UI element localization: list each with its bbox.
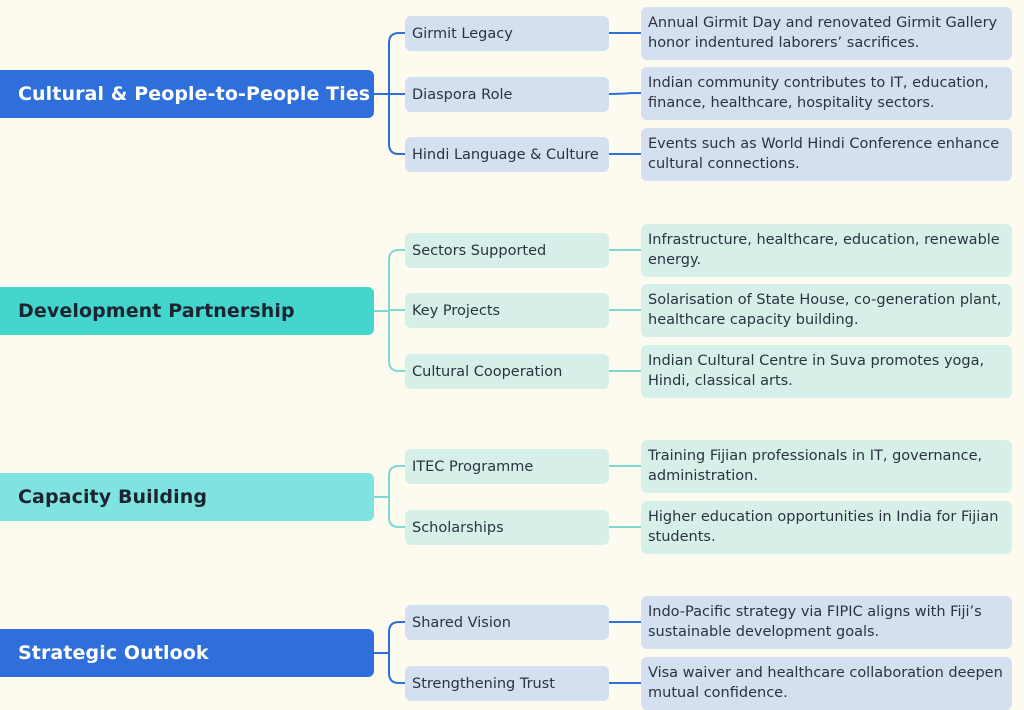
node-cultural-cooperation: Cultural Cooperation bbox=[405, 354, 609, 389]
connector-trunk-1 bbox=[388, 249, 406, 372]
node-scholarships: Scholarships bbox=[405, 510, 609, 545]
connector-trunk-2 bbox=[388, 465, 406, 528]
node-key-projects: Key Projects bbox=[405, 293, 609, 328]
connector-detail-0-1 bbox=[608, 92, 642, 95]
branch-capacity-building: Capacity Building bbox=[0, 473, 374, 521]
detail-scholarships: Higher education opportunities in India … bbox=[641, 501, 1012, 554]
node-hindi-language-culture: Hindi Language & Culture bbox=[405, 137, 609, 172]
branch-cultural-ties: Cultural & People-to-People Ties bbox=[0, 70, 374, 118]
node-girmit-legacy: Girmit Legacy bbox=[405, 16, 609, 51]
branch-development-partnership: Development Partnership bbox=[0, 287, 374, 335]
detail-key-projects: Solarisation of State House, co-generati… bbox=[641, 284, 1012, 337]
node-sectors-supported: Sectors Supported bbox=[405, 233, 609, 268]
branch-strategic-outlook: Strategic Outlook bbox=[0, 629, 374, 677]
connector-trunk-3 bbox=[388, 621, 406, 684]
node-itec-programme: ITEC Programme bbox=[405, 449, 609, 484]
node-strengthening-trust: Strengthening Trust bbox=[405, 666, 609, 701]
detail-shared-vision: Indo-Pacific strategy via FIPIC aligns w… bbox=[641, 596, 1012, 649]
node-shared-vision: Shared Vision bbox=[405, 605, 609, 640]
detail-cultural-cooperation: Indian Cultural Centre in Suva promotes … bbox=[641, 345, 1012, 398]
detail-diaspora-role: Indian community contributes to IT, educ… bbox=[641, 67, 1012, 120]
detail-itec-programme: Training Fijian professionals in IT, gov… bbox=[641, 440, 1012, 493]
detail-girmit-legacy: Annual Girmit Day and renovated Girmit G… bbox=[641, 7, 1012, 60]
detail-sectors-supported: Infrastructure, healthcare, education, r… bbox=[641, 224, 1012, 277]
connector-trunk-0 bbox=[388, 32, 406, 155]
detail-hindi-language-culture: Events such as World Hindi Conference en… bbox=[641, 128, 1012, 181]
detail-strengthening-trust: Visa waiver and healthcare collaboration… bbox=[641, 657, 1012, 710]
node-diaspora-role: Diaspora Role bbox=[405, 77, 609, 112]
